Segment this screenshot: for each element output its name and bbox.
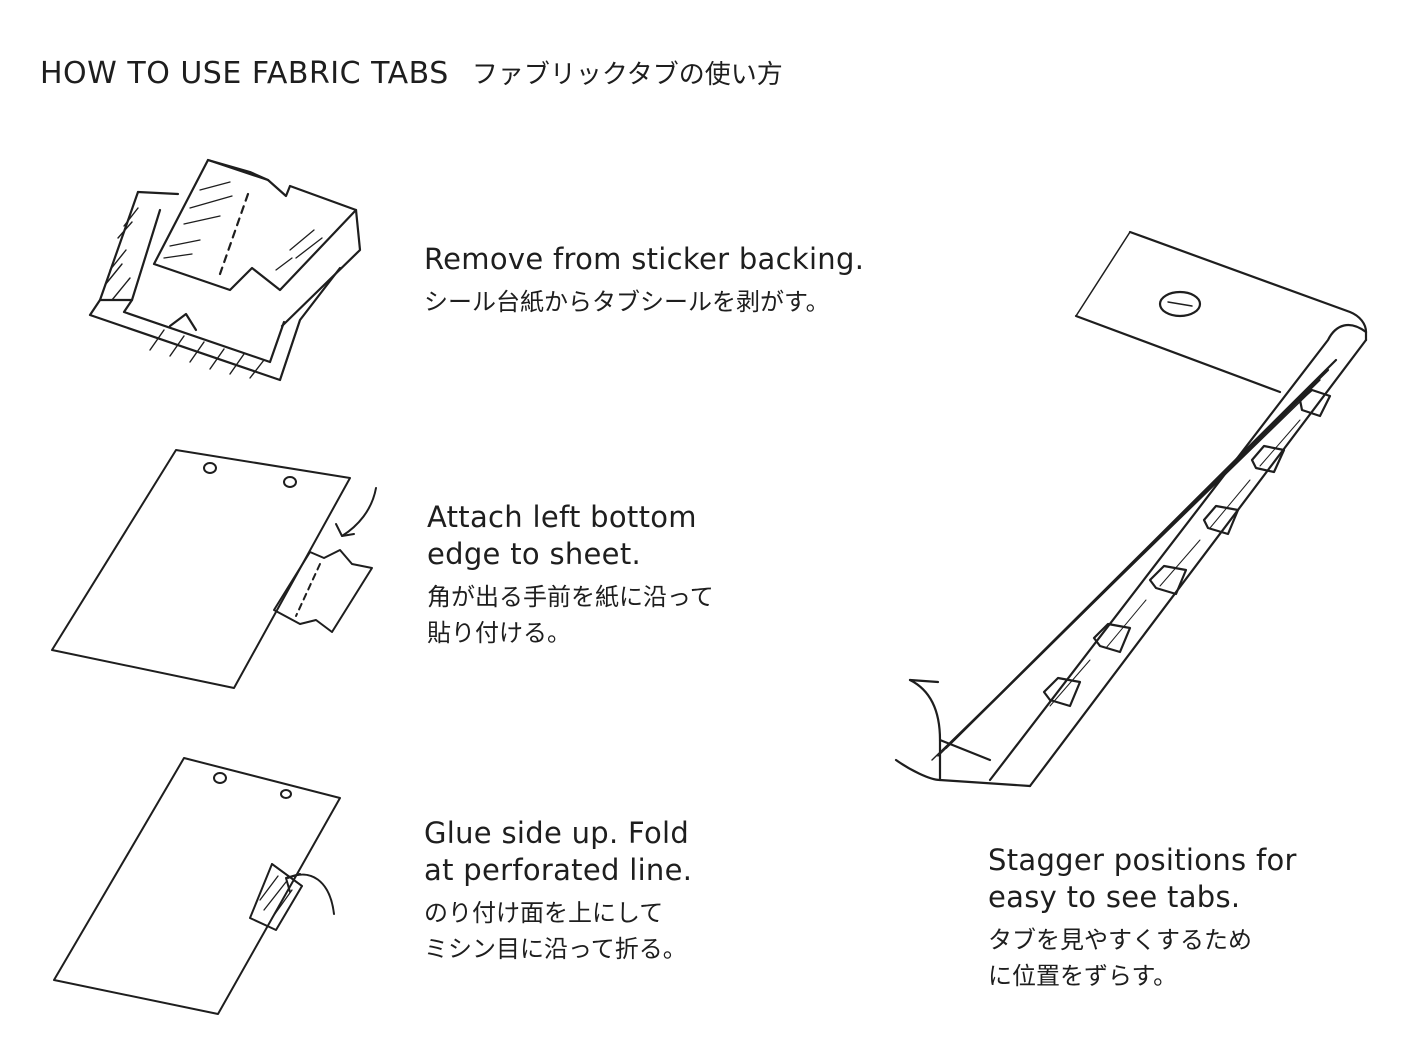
step-3: Glue side up. Fold at perforated line. の… [424, 815, 692, 967]
step-2: Attach left bottom edge to sheet. 角が出る手前… [427, 499, 714, 651]
step-4-english: Stagger positions for easy to see tabs. [988, 843, 1297, 914]
step-4: Stagger positions for easy to see tabs. … [988, 842, 1297, 994]
step-1-japanese: シール台紙からタブシールを剥がす。 [424, 288, 830, 316]
title-english: HOW TO USE FABRIC TABS [40, 56, 449, 91]
step-3-english: Glue side up. Fold at perforated line. [424, 816, 693, 887]
step-3-japanese: のり付け面を上にして ミシン目に沿って折る。 [424, 899, 687, 963]
step-4-japanese: タブを見やすくするため に位置をずらす。 [988, 926, 1252, 990]
page-title: HOW TO USE FABRIC TABS ファブリックタブの使い方 [40, 54, 783, 91]
title-japanese: ファブリックタブの使い方 [471, 60, 783, 90]
step-1-english: Remove from sticker backing. [424, 242, 865, 276]
step-2-english: Attach left bottom edge to sheet. [427, 500, 697, 571]
attach-tab-illustration [40, 440, 390, 700]
sticker-backing-illustration [60, 150, 380, 390]
step-1: Remove from sticker backing. シール台紙からタブシー… [424, 241, 864, 320]
binder-staggered-tabs-illustration [880, 220, 1400, 800]
fold-tab-illustration [40, 750, 360, 1020]
step-2-japanese: 角が出る手前を紙に沿って 貼り付ける。 [427, 583, 714, 647]
